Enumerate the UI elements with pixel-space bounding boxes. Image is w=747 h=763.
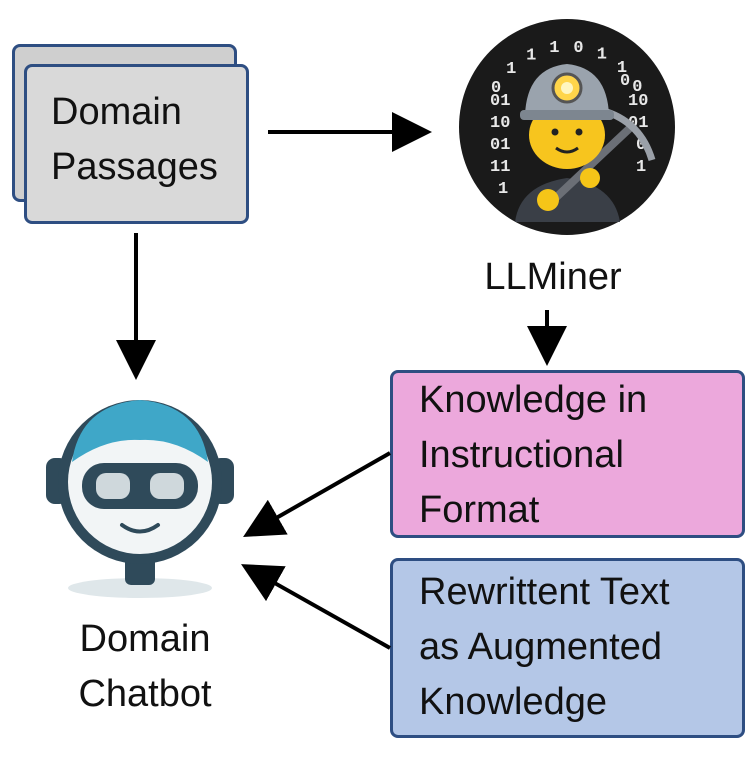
- rewritten-line-2: as Augmented: [419, 626, 662, 668]
- domain-passages-box: Domain Passages: [24, 64, 249, 224]
- arrow-rewritten-to-chatbot: [241, 564, 391, 650]
- binary-arc-digit: 0: [632, 78, 642, 97]
- binary-left-1: 01: [490, 92, 510, 111]
- binary-left-5: 1: [498, 180, 508, 199]
- binary-right-3: 0: [636, 136, 646, 155]
- binary-arc-digit: 0: [573, 39, 583, 58]
- rewritten-line-1: Rewrittent Text: [419, 571, 670, 613]
- binary-arc-digit: 1: [526, 46, 536, 65]
- binary-left-4: 11: [490, 158, 510, 177]
- binary-arc-digit: 1: [506, 60, 516, 79]
- binary-arc-digit: 1: [617, 59, 627, 78]
- binary-arc-digit: 1: [597, 46, 607, 65]
- chatbot-label-line-1: Domain: [79, 618, 211, 660]
- binary-right-4: 1: [636, 158, 646, 177]
- domain-passages-line-2: Passages: [51, 146, 218, 188]
- rewritten-text-box: Rewrittent Text as Augmented Knowledge: [390, 558, 745, 738]
- binary-arc-digit: 0: [491, 79, 501, 98]
- knowledge-line-3: Format: [419, 489, 540, 531]
- llminer-label: LLMiner: [484, 256, 622, 298]
- binary-right-1: 10: [628, 92, 648, 111]
- binary-left-2: 10: [490, 114, 510, 133]
- domain-passages-line-1: Domain: [51, 91, 182, 133]
- knowledge-line-2: Instructional: [419, 434, 624, 476]
- chatbot-robot-icon: [46, 400, 234, 598]
- chatbot-label-line-2: Chatbot: [78, 673, 212, 715]
- domain-chatbot-label: Domain Chatbot: [30, 612, 260, 722]
- rewritten-line-3: Knowledge: [419, 681, 608, 723]
- binary-right-0: 0: [620, 72, 630, 91]
- arrow-knowledge-to-chatbot: [243, 451, 391, 537]
- knowledge-instructional-box: Knowledge in Instructional Format: [390, 370, 745, 538]
- binary-arc-digit: 1: [549, 39, 559, 58]
- knowledge-line-1: Knowledge in: [419, 379, 648, 421]
- binary-left-3: 01: [490, 136, 510, 155]
